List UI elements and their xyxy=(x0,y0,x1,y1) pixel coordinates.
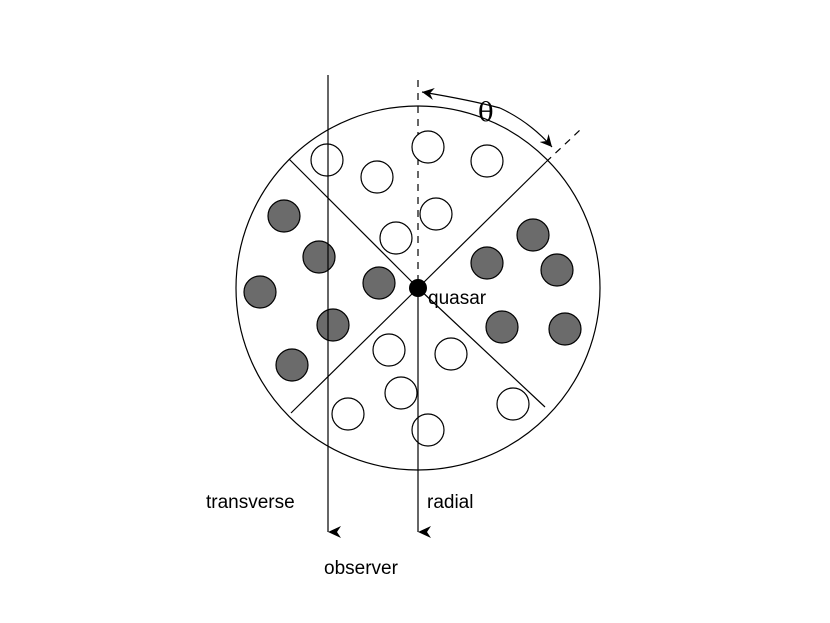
filled-cloud xyxy=(516,218,550,252)
open-cloud xyxy=(331,397,365,431)
observer-label: observer xyxy=(324,558,399,579)
filled-cloud xyxy=(275,348,309,382)
sector-line-upper-left xyxy=(288,158,419,289)
open-cloud xyxy=(379,221,413,255)
quasar-dot xyxy=(409,279,427,297)
open-cloud xyxy=(434,337,468,371)
filled-cloud xyxy=(470,246,504,280)
sector-line-lower-left xyxy=(290,287,419,414)
theta-label: θ xyxy=(478,98,494,128)
open-cloud xyxy=(310,143,344,177)
filled-cloud xyxy=(267,199,301,233)
filled-cloud xyxy=(243,275,277,309)
filled-cloud xyxy=(302,240,336,274)
open-cloud xyxy=(470,144,504,178)
sector-line-lower-right xyxy=(417,287,546,408)
filled-cloud xyxy=(548,312,582,346)
filled-cloud xyxy=(540,253,574,287)
filled-clouds xyxy=(243,199,582,382)
theta-angle-arc xyxy=(421,88,501,109)
open-cloud xyxy=(411,413,445,447)
open-cloud xyxy=(372,333,406,367)
transverse-label: transverse xyxy=(206,492,295,513)
open-clouds xyxy=(310,130,530,447)
filled-cloud xyxy=(316,308,350,342)
theta-angle-arc-end xyxy=(499,107,553,148)
quasar-label: quasar xyxy=(428,288,487,309)
open-cloud xyxy=(411,130,445,164)
open-cloud xyxy=(360,160,394,194)
open-cloud xyxy=(496,387,530,421)
filled-cloud xyxy=(362,266,396,300)
radial-label: radial xyxy=(427,492,473,513)
filled-cloud xyxy=(485,310,519,344)
open-cloud xyxy=(419,197,453,231)
sector-line-upper-right xyxy=(417,161,547,289)
open-cloud xyxy=(384,376,418,410)
